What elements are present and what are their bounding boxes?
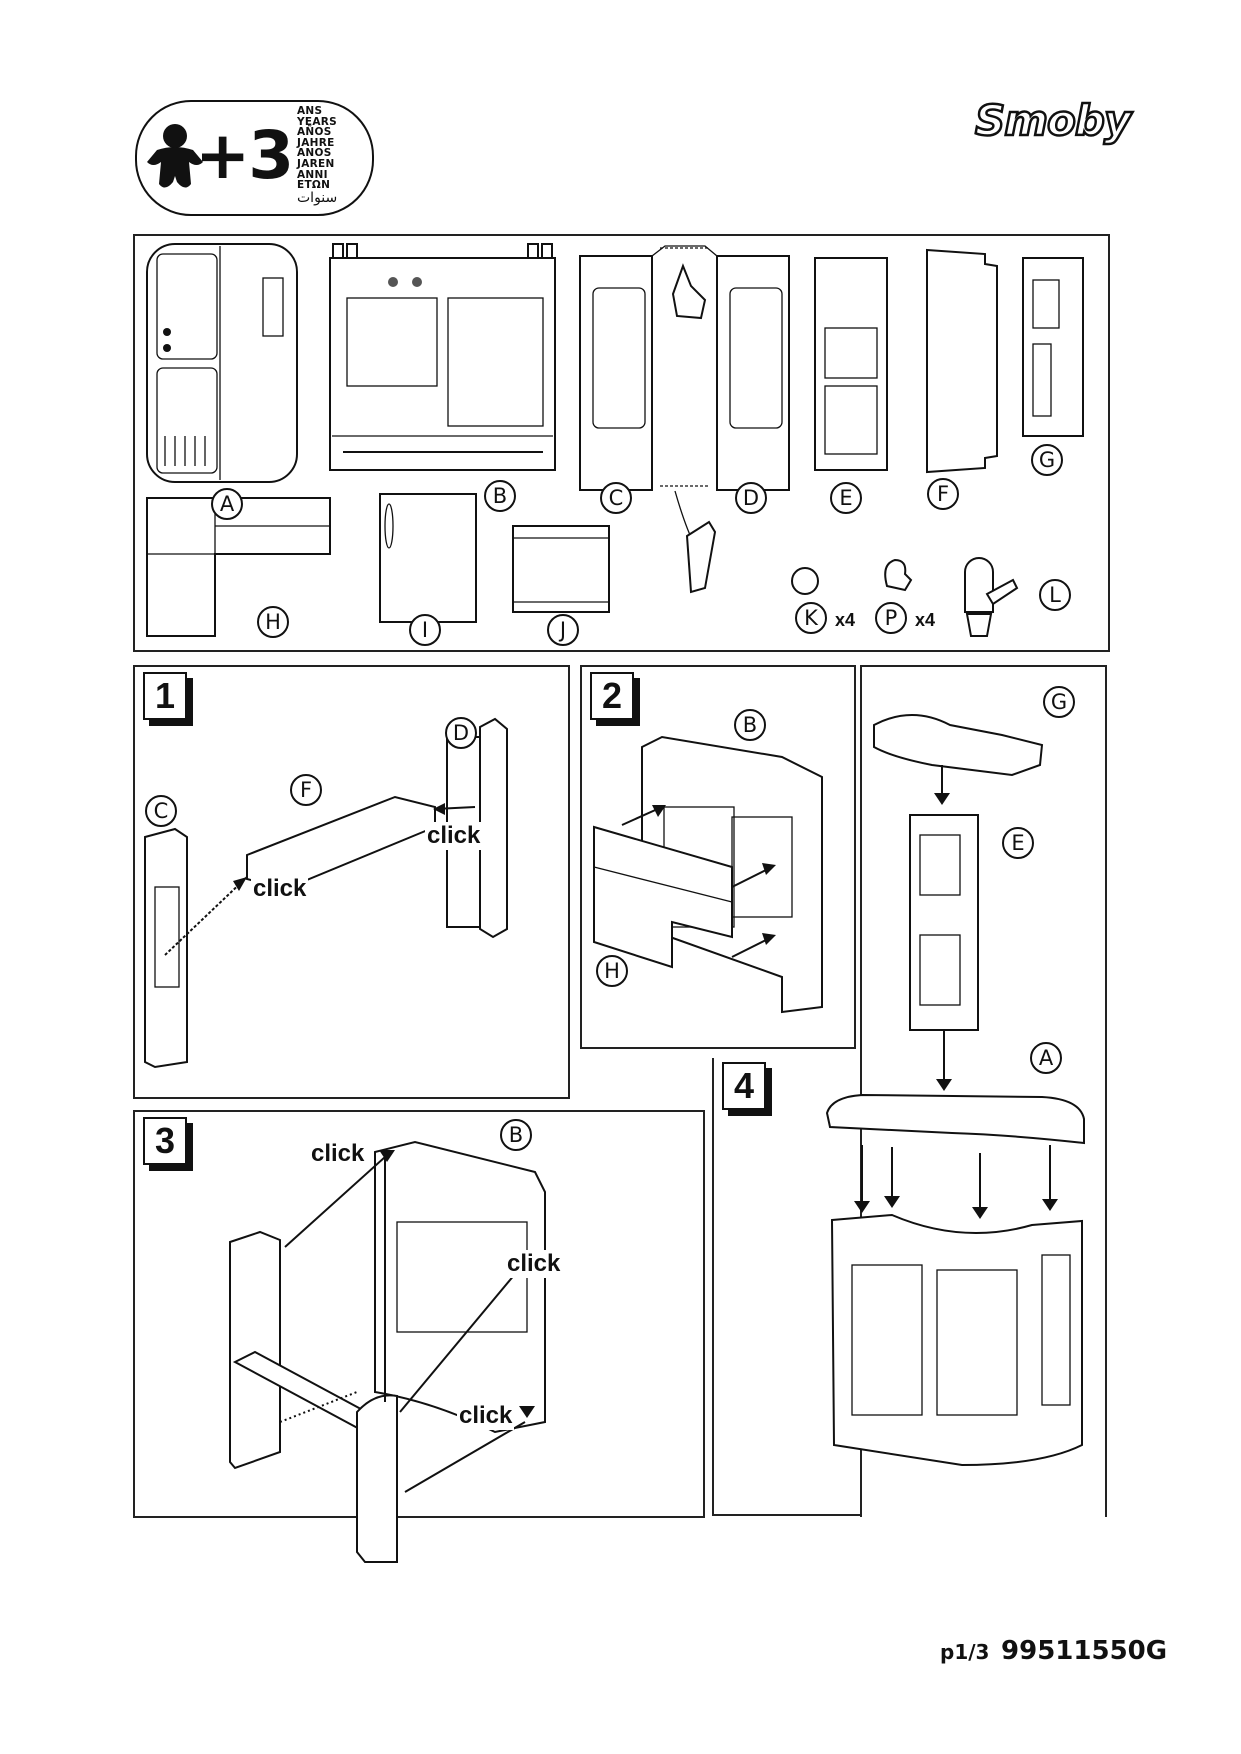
part-label-d: D (735, 482, 767, 514)
child-figure-icon (147, 124, 203, 188)
lang-en: YEARS (297, 115, 338, 128)
part-label-e: E (830, 482, 862, 514)
step-3-number: 3 (143, 1117, 187, 1165)
step-3-click-top: click (309, 1140, 367, 1168)
part-e-drawing (814, 257, 888, 471)
part-l-drawing (964, 557, 1019, 637)
step-3-label-b: B (500, 1119, 532, 1151)
part-label-b: B (484, 480, 516, 512)
reference-code: 99511550G (1001, 1636, 1168, 1666)
part-label-c: C (600, 482, 632, 514)
step-2-label-h: H (596, 955, 628, 987)
step-4-drawing (825, 714, 1085, 1467)
part-h-drawing (146, 497, 331, 637)
part-j-drawing (512, 525, 610, 613)
part-label-i: I (409, 614, 441, 646)
part-p-drawing (884, 558, 913, 592)
step-4-label-g: G (1043, 686, 1075, 718)
step-2-number: 2 (590, 672, 634, 720)
part-label-l: L (1039, 579, 1071, 611)
step-1-click-left: click (251, 875, 309, 903)
part-label-h: H (257, 606, 289, 638)
lang-el: ETΩN (297, 179, 331, 192)
step-1-panel: 1 C F D click click (133, 665, 570, 1099)
part-g-drawing (1022, 257, 1084, 437)
step-3-drawing (229, 1140, 546, 1563)
step-2-drawing (593, 735, 823, 1014)
step-2-panel: 2 B H (580, 665, 856, 1049)
step-3-panel: 3 B click click click (133, 1110, 705, 1563)
step-1-number: 1 (143, 672, 187, 720)
lang-es: AÑOS (297, 126, 332, 139)
part-label-p: P (875, 602, 907, 634)
age-badge: +3 ANS YEARS AÑOS JAHRE ANOS JAREN ANNI … (135, 100, 374, 216)
part-label-g: G (1031, 444, 1063, 476)
page-number: p1/3 (940, 1640, 990, 1664)
step-4-number: 4 (722, 1062, 766, 1110)
page-footer: p1/3 99511550G (940, 1636, 1167, 1666)
part-k-quantity: x4 (835, 610, 856, 630)
step-4-label-e: E (1002, 827, 1034, 859)
part-i-drawing (379, 493, 477, 623)
part-label-k: K (795, 602, 827, 634)
step-4-label-a: A (1030, 1042, 1062, 1074)
part-b-drawing (329, 243, 556, 471)
brand-logo: Smoby (974, 95, 1133, 147)
part-f-drawing (926, 248, 998, 474)
lang-fr: ANS (297, 105, 323, 117)
part-k-drawing (791, 567, 819, 595)
age-languages: ANS YEARS AÑOS JAHRE ANOS JAREN ANNI ETΩ… (297, 105, 338, 206)
step-3-click-bottom: click (457, 1402, 515, 1430)
part-a-drawing (146, 243, 298, 483)
lang-it: ANNI (297, 168, 328, 181)
lang-nl: JAREN (297, 157, 335, 170)
age-label: +3 (195, 117, 294, 194)
step-1-drawing (144, 717, 508, 1069)
lang-pt: ANOS (297, 147, 332, 160)
lang-ar: سنوات (297, 189, 338, 206)
part-label-f: F (927, 478, 959, 510)
part-c-d-drawing (579, 245, 790, 594)
parts-overview: A B C D E F G H I J K x4 P x4 L (133, 234, 1110, 652)
part-label-j: J (547, 614, 579, 646)
step-2-label-b: B (734, 709, 766, 741)
lang-de: JAHRE (297, 136, 335, 149)
part-label-a: A (211, 488, 243, 520)
step-1-label-c: C (145, 795, 177, 827)
step-1-click-right: click (425, 822, 483, 850)
parts-drawings (146, 243, 1084, 637)
step-1-label-f: F (290, 774, 322, 806)
part-p-quantity: x4 (915, 610, 936, 630)
step-1-label-d: D (445, 717, 477, 749)
step-3-click-right: click (505, 1250, 563, 1278)
